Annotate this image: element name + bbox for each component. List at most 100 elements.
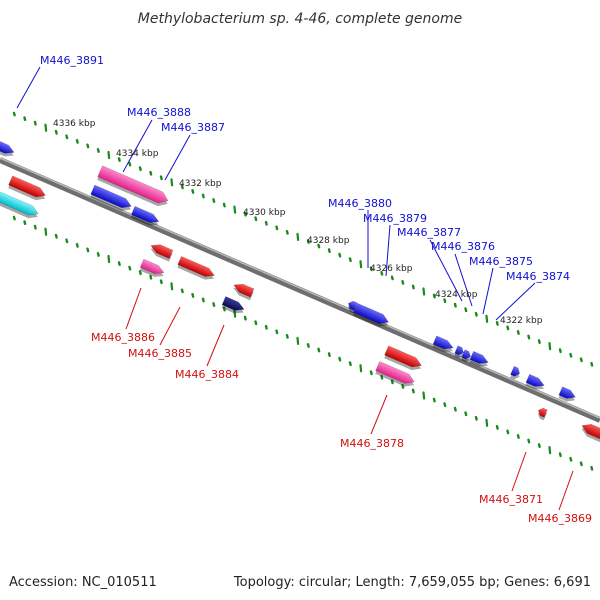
scale-label: 4326 kbp: [370, 264, 413, 274]
label-leader-line: [370, 394, 388, 435]
gene-arrow-body: [558, 386, 576, 399]
scale-tick: [453, 302, 457, 308]
scale-tick: [275, 225, 279, 231]
gene-arrow: [177, 255, 215, 280]
scale-tick: [569, 456, 573, 462]
scale-tick: [54, 129, 58, 135]
gene-arrow: [8, 175, 46, 201]
scale-tick: [432, 293, 436, 299]
scale-tick: [65, 238, 69, 244]
gene-arrow: [97, 165, 169, 207]
gene-arrow-body: [90, 184, 132, 209]
scale-tick: [537, 339, 541, 344]
gene-arrow: [525, 373, 545, 390]
scale-tick: [506, 325, 510, 331]
gene-arrow-body: [131, 205, 160, 223]
scale-tick: [275, 329, 279, 335]
scale-tick: [327, 248, 331, 253]
scale-tick: [96, 252, 100, 257]
scale-tick: [254, 320, 258, 326]
gene-arrow-body: [177, 255, 215, 277]
gene-arrow: [130, 205, 160, 226]
scale-tick: [516, 434, 520, 439]
gene-arrow-body: [469, 350, 489, 364]
scale-tick: [369, 266, 373, 272]
label-leader-line: [16, 66, 41, 109]
scale-tick: [264, 220, 268, 226]
gene-arrow: [233, 283, 255, 301]
scale-tick: [285, 229, 289, 235]
scale-tick: [537, 443, 541, 448]
gene-arrow-body: [538, 407, 548, 418]
scale-tick: [180, 288, 184, 294]
gene-arrow: [537, 407, 548, 421]
gene-label: M446_3884: [175, 368, 239, 381]
label-leader-line: [454, 253, 473, 307]
scale-tick: [285, 333, 289, 339]
scale-tick: [590, 361, 594, 367]
scale-tick: [107, 150, 111, 160]
gene-arrow-body: [221, 296, 245, 311]
scale-tick: [443, 298, 447, 304]
scale-tick: [138, 166, 142, 172]
scale-tick: [243, 315, 247, 321]
label-leaders: [16, 66, 574, 511]
gene-label: M446_3885: [128, 347, 192, 360]
scale-tick: [159, 175, 163, 181]
scale-labels: 4336 kbp 4334 kbp 4332 kbp 4330 kbp 4328…: [53, 119, 543, 326]
gene-arrow-body: [384, 345, 422, 368]
scale-tick: [201, 297, 205, 303]
label-leader-line: [164, 134, 191, 181]
gene-arrow-body: [353, 302, 389, 324]
gene-arrow-body: [0, 139, 15, 154]
scale-tick: [86, 247, 90, 253]
gene-label: M446_3888: [127, 106, 191, 119]
gene-arrow-body: [0, 191, 39, 216]
scale-tick: [149, 274, 153, 280]
gene-arrow: [461, 349, 471, 362]
scale-tick: [548, 446, 552, 455]
scale-tick: [191, 189, 195, 194]
scale-tick: [170, 282, 174, 291]
scale-tick: [348, 257, 352, 263]
gene-label: M446_3869: [528, 512, 592, 525]
scale-tick: [170, 178, 174, 187]
scale-tick: [369, 370, 373, 376]
scale-tick: [317, 243, 321, 249]
scale-tick: [348, 361, 352, 367]
gene-label: M446_3878: [340, 437, 404, 450]
scale-tick: [495, 320, 499, 326]
scale-tick: [296, 336, 300, 346]
scale-tick: [117, 157, 121, 162]
scale-tick: [548, 342, 552, 351]
label-leader-line: [511, 451, 527, 492]
scale-tick: [516, 330, 520, 335]
gene-arrow: [454, 345, 464, 358]
scale-tick: [327, 352, 331, 357]
label-leader-line: [482, 267, 494, 315]
gene-arrow: [375, 361, 415, 387]
scale-label: 4322 kbp: [500, 316, 543, 326]
scale-tick: [54, 233, 58, 239]
scale-ticks: [12, 111, 594, 471]
gene-arrow: [432, 335, 454, 353]
gene-arrow: [384, 345, 422, 371]
gene-label: M446_3879: [363, 212, 427, 225]
scale-tick: [44, 123, 48, 132]
scale-tick: [359, 364, 363, 373]
scale-tick: [558, 452, 562, 458]
gene-arrow: [0, 139, 15, 157]
scale-tick: [75, 138, 79, 144]
gene-arrow: [510, 365, 520, 380]
scale-tick: [138, 270, 142, 276]
gene-arrow: [581, 423, 600, 443]
gene-arrow-body: [525, 373, 545, 387]
gene-arrow-body: [97, 165, 169, 204]
scale-tick: [317, 347, 321, 353]
scale-tick: [401, 280, 405, 285]
gene-arrow-body: [581, 423, 600, 440]
scale-tick: [485, 314, 489, 323]
scale-tick: [590, 465, 594, 471]
scale-tick: [485, 418, 489, 427]
scale-tick: [422, 287, 426, 296]
